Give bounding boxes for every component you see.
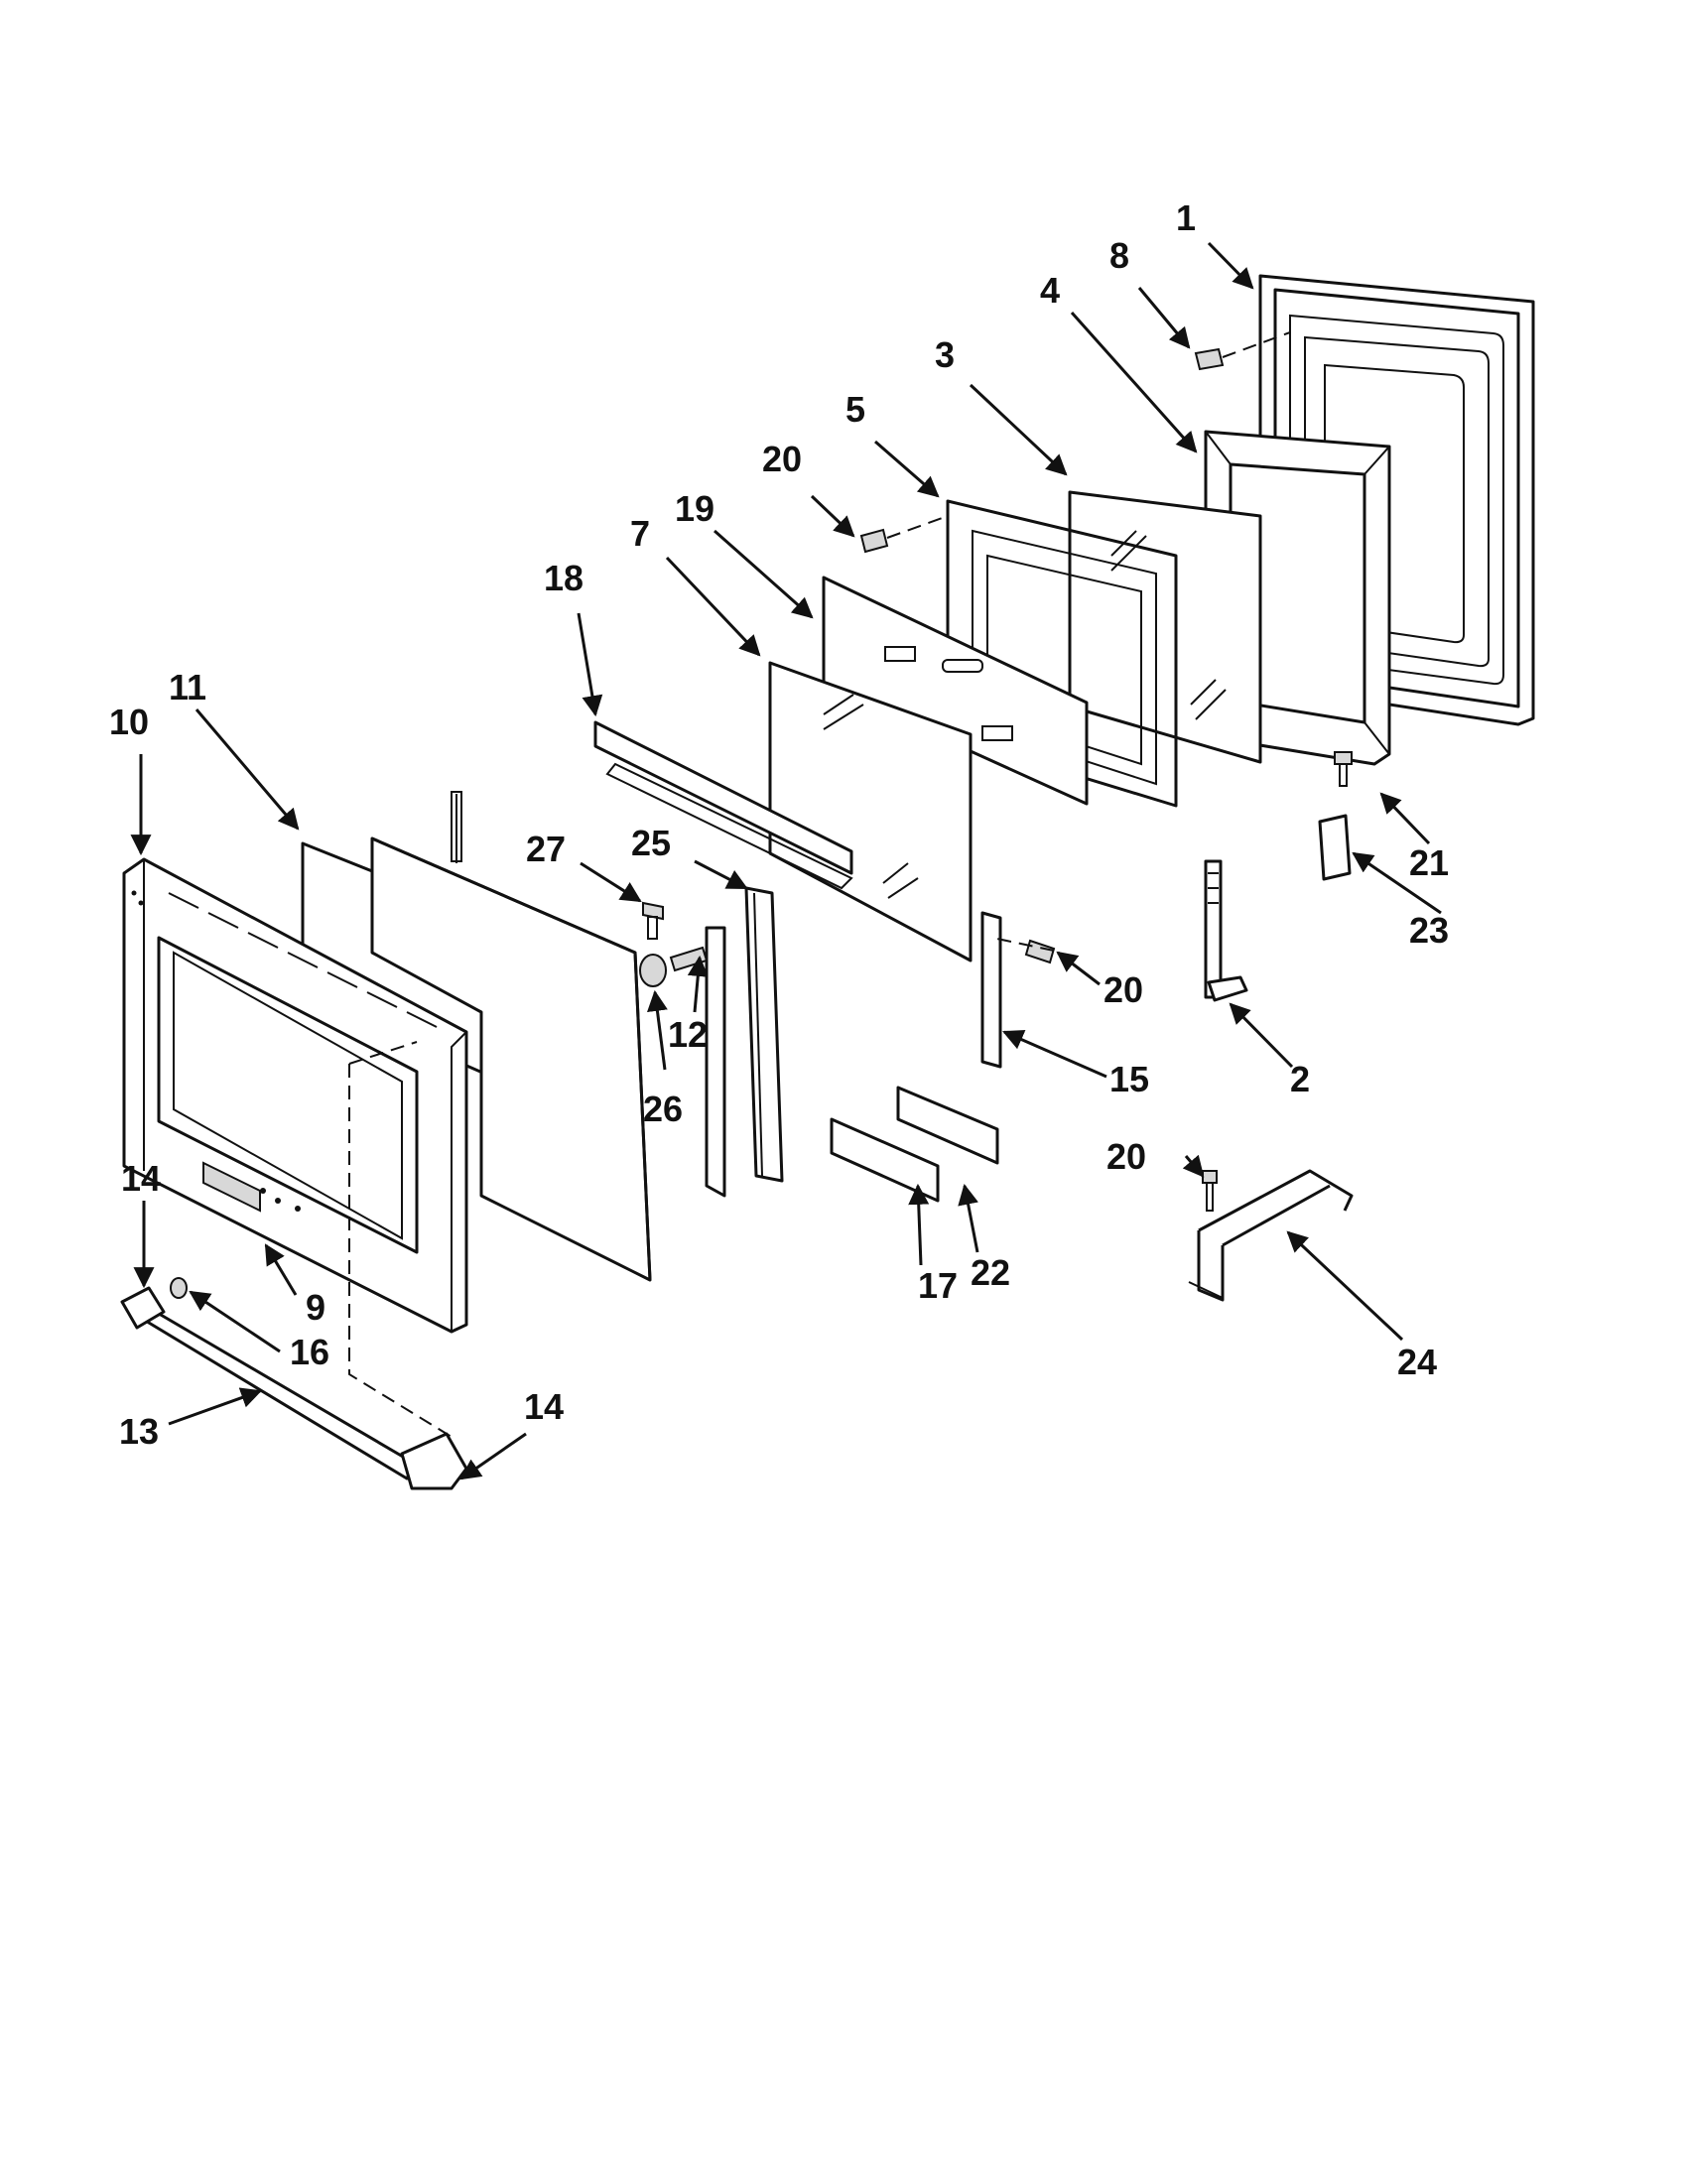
part-17-lower-channel <box>830 1117 940 1203</box>
callout-23: 23 <box>1409 910 1449 951</box>
part-19-insulation-panel <box>822 576 1089 806</box>
part-15-hinge-bracket <box>980 911 1002 1069</box>
part-13-handle <box>142 1306 417 1480</box>
part-2-hinge <box>1204 859 1248 1002</box>
callout-24: 24 <box>1397 1342 1437 1382</box>
callout-14b: 14 <box>524 1386 564 1427</box>
part-9-badge <box>202 1161 261 1213</box>
assembly-dashed-lines <box>348 331 1291 1438</box>
callout-7: 7 <box>630 513 650 554</box>
callout-5: 5 <box>845 389 865 430</box>
part-12-screw <box>669 946 709 972</box>
part-20-screw-mid <box>1024 939 1056 964</box>
callout-15: 15 <box>1109 1059 1149 1099</box>
callout-1: 1 <box>1176 197 1196 238</box>
part-25-side-channel <box>744 886 784 1183</box>
part-26-bushing <box>639 954 667 987</box>
part-14-handle-end-left <box>120 1286 166 1330</box>
outer-glass-bordered <box>370 791 652 1282</box>
part-10-outer-door <box>122 857 468 1334</box>
part-21-screw <box>1334 751 1353 787</box>
callout-19: 19 <box>675 488 714 529</box>
callout-22: 22 <box>971 1252 1010 1293</box>
callout-20c: 20 <box>1106 1136 1146 1177</box>
callout-20b: 20 <box>1104 969 1143 1010</box>
callout-2: 2 <box>1290 1059 1310 1099</box>
callout-12: 12 <box>668 1014 708 1055</box>
callout-20a: 20 <box>762 439 802 479</box>
part-24-bottom-bracket <box>1188 1169 1354 1302</box>
callout-11: 11 <box>169 667 206 707</box>
part-8-screw <box>1194 347 1225 371</box>
part-7-middle-glass <box>768 661 973 963</box>
callout-14a: 14 <box>121 1158 161 1199</box>
callout-leaders <box>130 241 1442 1480</box>
callout-13: 13 <box>119 1411 159 1452</box>
part-14-handle-end-right <box>400 1432 468 1490</box>
side-trim-strip <box>705 926 726 1198</box>
callout-27: 27 <box>526 829 566 869</box>
part-20-screw-bottom <box>1202 1170 1218 1212</box>
callout-21: 21 <box>1409 842 1449 883</box>
callout-10: 10 <box>109 702 149 742</box>
callout-18: 18 <box>544 558 584 598</box>
callout-16: 16 <box>290 1332 329 1372</box>
part-27-screw <box>642 901 664 940</box>
callout-4: 4 <box>1040 270 1060 311</box>
part-16-spring <box>170 1277 188 1299</box>
part-20-screw-top <box>859 528 889 554</box>
part-22-lower-channel <box>896 1086 999 1165</box>
callout-25: 25 <box>631 823 671 863</box>
part-23-clip <box>1318 814 1352 881</box>
part-18-top-channel <box>593 720 853 890</box>
callout-17: 17 <box>918 1265 958 1306</box>
callout-8: 8 <box>1109 235 1129 276</box>
part-3-inner-glass <box>1068 490 1262 764</box>
callout-labels: 1 8 4 3 5 20 19 7 18 11 10 27 25 12 26 2… <box>109 197 1449 1452</box>
callout-26: 26 <box>643 1089 683 1129</box>
callout-9: 9 <box>306 1287 325 1328</box>
callout-3: 3 <box>935 334 955 375</box>
